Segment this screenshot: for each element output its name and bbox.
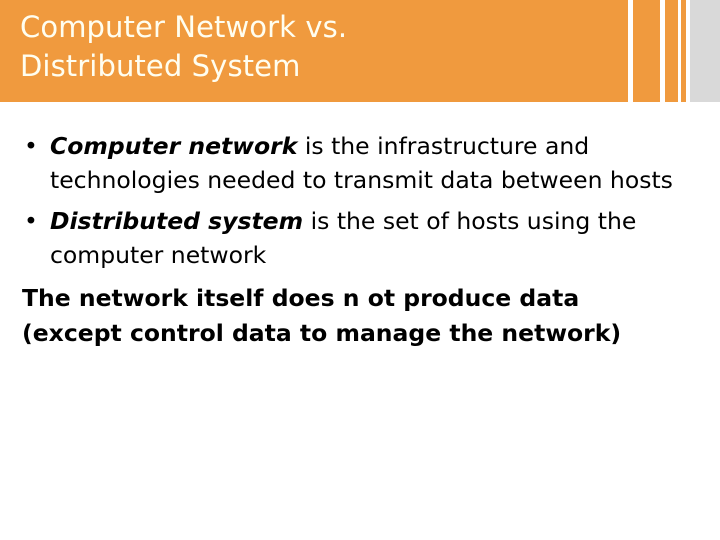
bullet-marker-icon: •	[24, 132, 38, 160]
bullet-lead-term: Distributed system	[50, 207, 304, 235]
bullet-body-text: is the set of hosts using the computer n…	[50, 207, 637, 269]
bullet-list: • Computer network is the infrastructure…	[18, 129, 688, 279]
closing-note-paragraph: The network itself does n ot produce dat…	[22, 284, 622, 347]
bullet-lead-term: Computer network	[50, 132, 298, 160]
header-stripe-separator-2	[660, 0, 665, 102]
bullet-body-text: is the infrastructure and technologies n…	[50, 132, 673, 194]
bullet-marker-icon: •	[24, 207, 38, 235]
list-item: • Computer network is the infrastructure…	[18, 129, 688, 197]
header-stripe-separator-3	[678, 0, 681, 102]
slide-body: • Computer network is the infrastructure…	[0, 102, 720, 540]
header-stripe-separator-4	[686, 0, 690, 102]
page-title: Computer Network vs. Distributed System	[20, 10, 348, 83]
header-stripe-separator-1	[628, 0, 633, 102]
slide-header-band: Computer Network vs. Distributed System	[0, 0, 720, 102]
header-grey-panel	[690, 0, 720, 102]
list-item: • Distributed system is the set of hosts…	[18, 204, 688, 272]
